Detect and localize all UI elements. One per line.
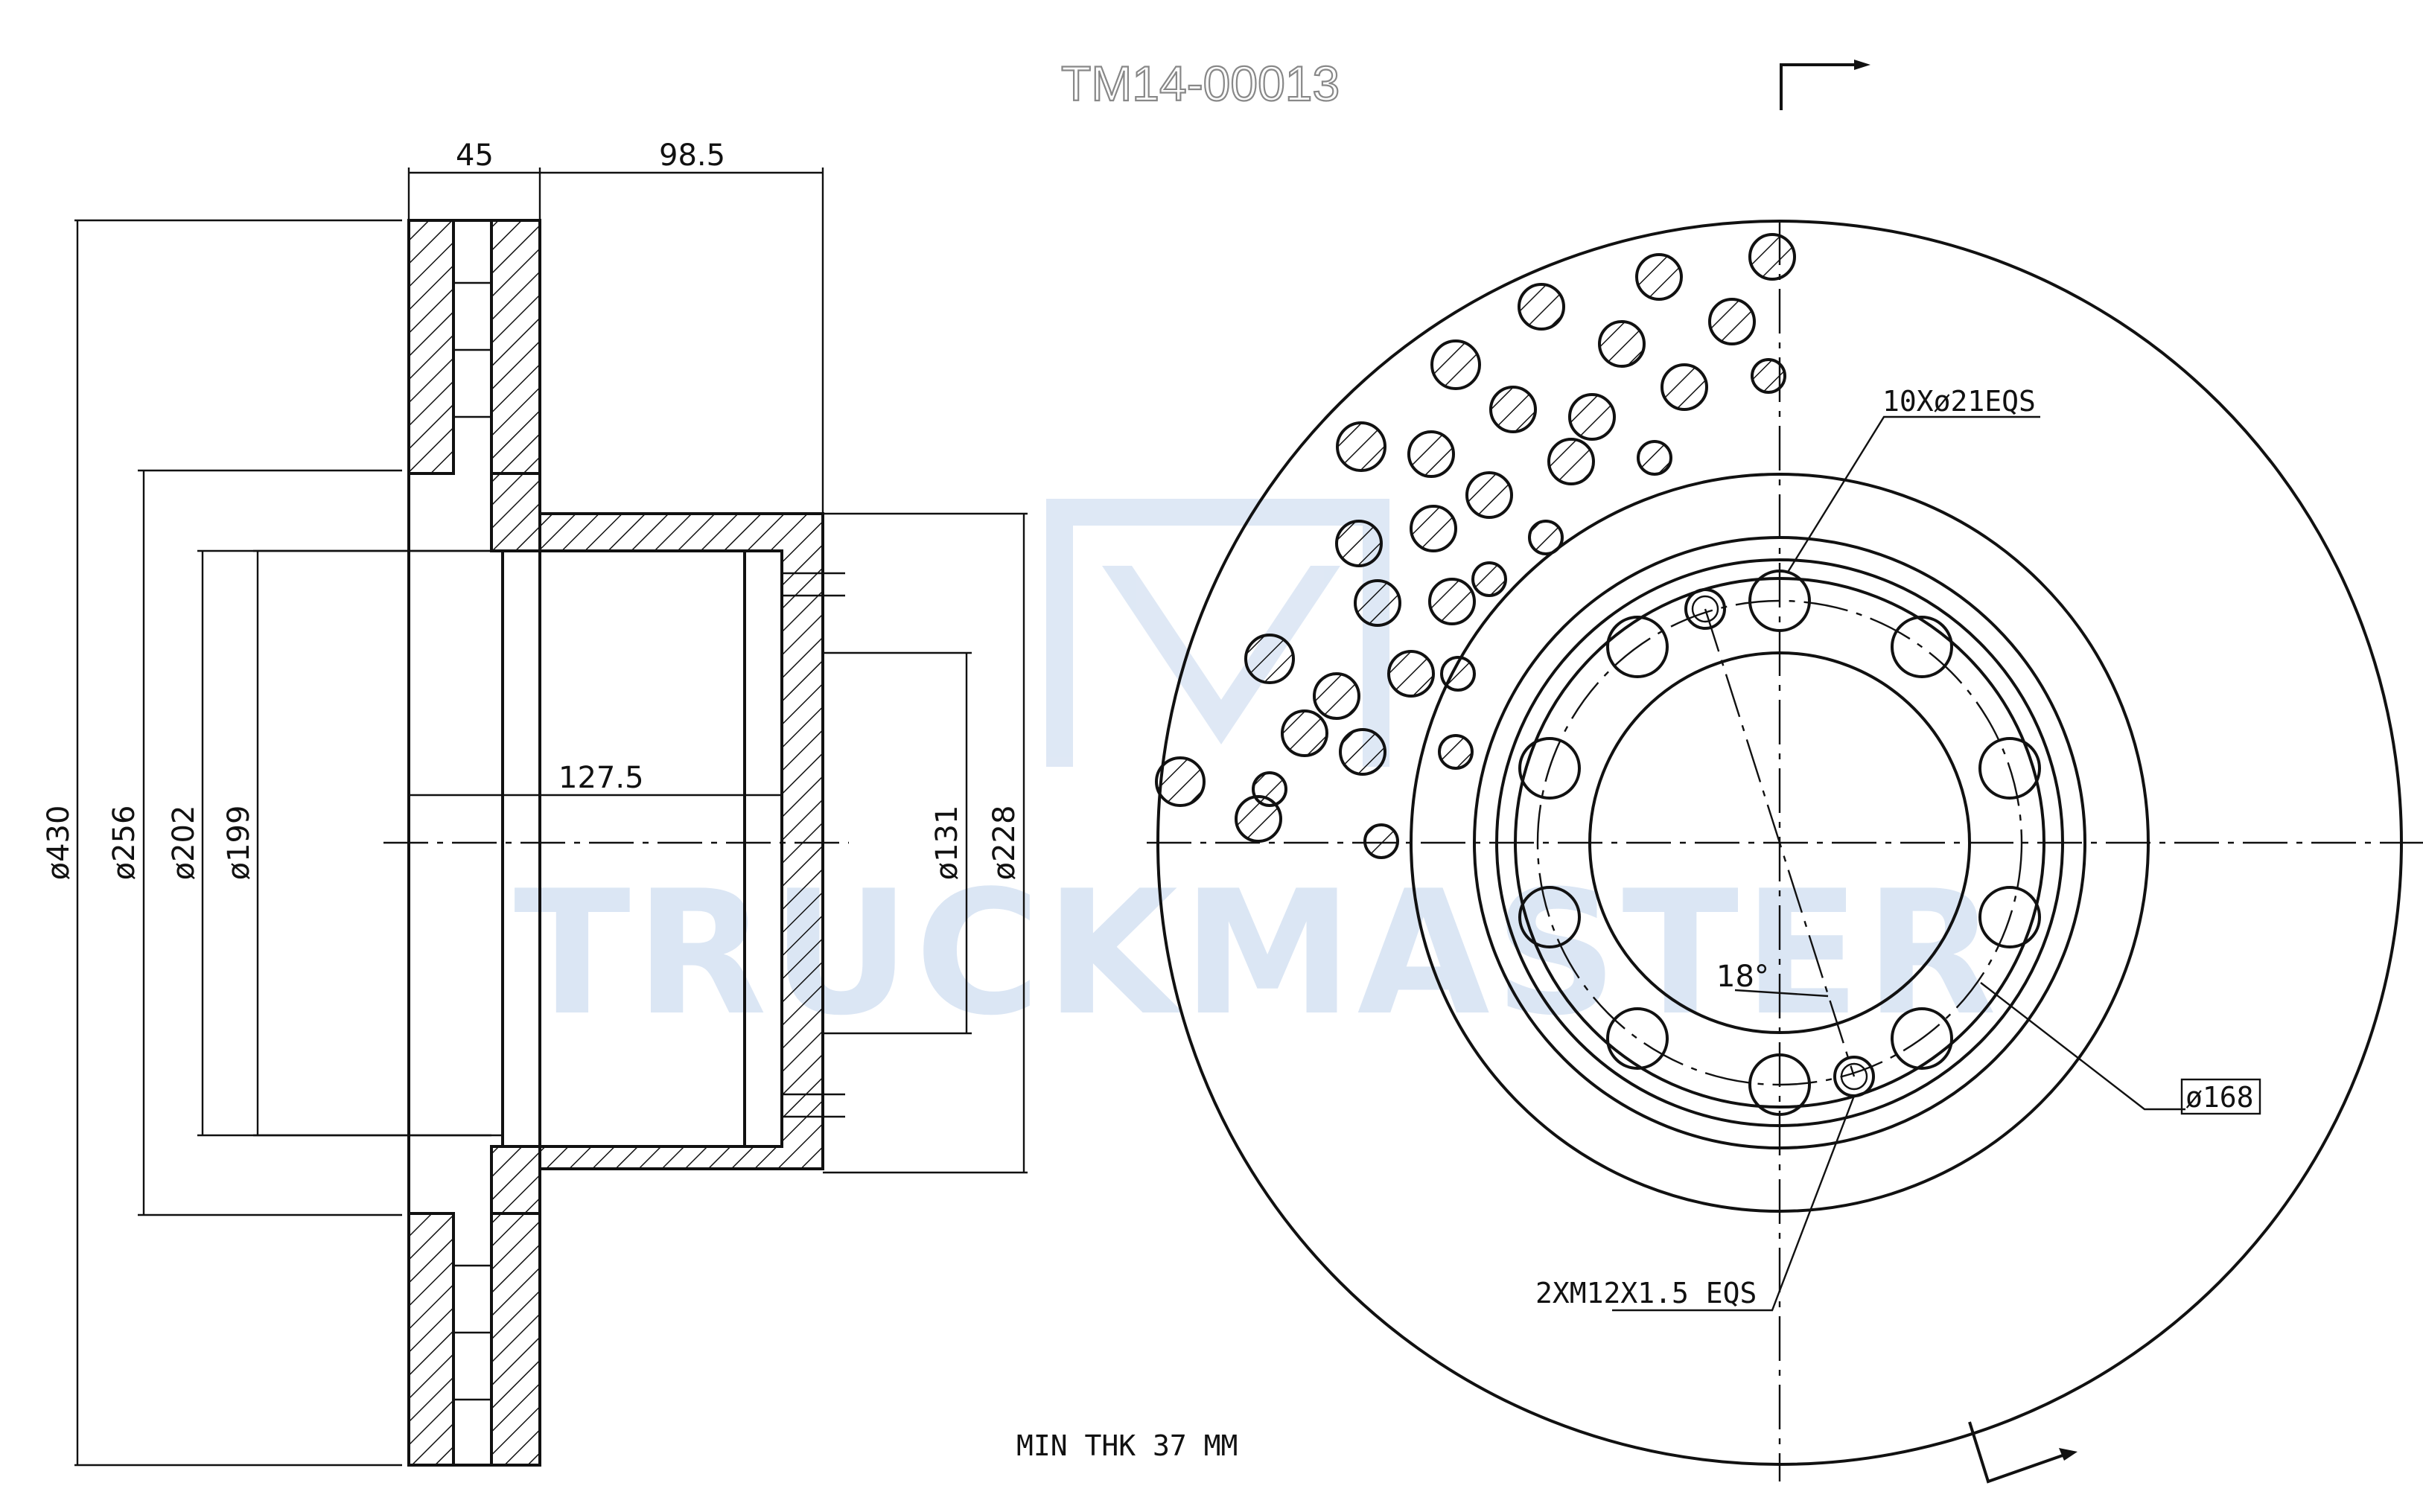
dim-dia-256: ø256 xyxy=(107,806,141,881)
label-angle: 18° xyxy=(1716,960,1769,994)
watermark-logo xyxy=(1046,499,1389,767)
label-bolt-holes: 10Xø21EQS xyxy=(1882,385,2036,418)
side-section-view xyxy=(383,219,849,1467)
front-view: 10Xø21EQS ø168 2XM12X1.5 EQS 18° xyxy=(1147,220,2423,1481)
leader-lines xyxy=(1612,415,2185,1312)
dim-dia-430: ø430 xyxy=(42,806,76,881)
bolt-holes xyxy=(1518,570,2041,1116)
side-dimensions xyxy=(74,168,1028,1467)
dim-dia-199: ø199 xyxy=(222,806,256,881)
threaded-holes xyxy=(1684,588,1875,1097)
dim-45: 45 xyxy=(456,138,494,173)
dim-dia-202: ø202 xyxy=(167,806,201,881)
dim-98-5: 98.5 xyxy=(659,138,725,173)
drilled-pattern xyxy=(1155,233,1796,859)
watermark-text: TRUCKMASTER xyxy=(514,855,2001,1053)
dim-127-5: 127.5 xyxy=(558,761,644,795)
label-pcd: ø168 xyxy=(2185,1081,2254,1114)
part-number: TM14-00013 xyxy=(1061,56,1340,111)
section-marker-top xyxy=(1780,60,1870,110)
label-threaded-holes: 2XM12X1.5 EQS xyxy=(1535,1277,1757,1310)
dim-dia-228: ø228 xyxy=(987,806,1022,881)
dim-dia-131: ø131 xyxy=(930,806,964,881)
section-marker-bottom xyxy=(1968,1421,2077,1484)
min-thickness-note: MIN THK 37 MM xyxy=(1016,1429,1238,1462)
